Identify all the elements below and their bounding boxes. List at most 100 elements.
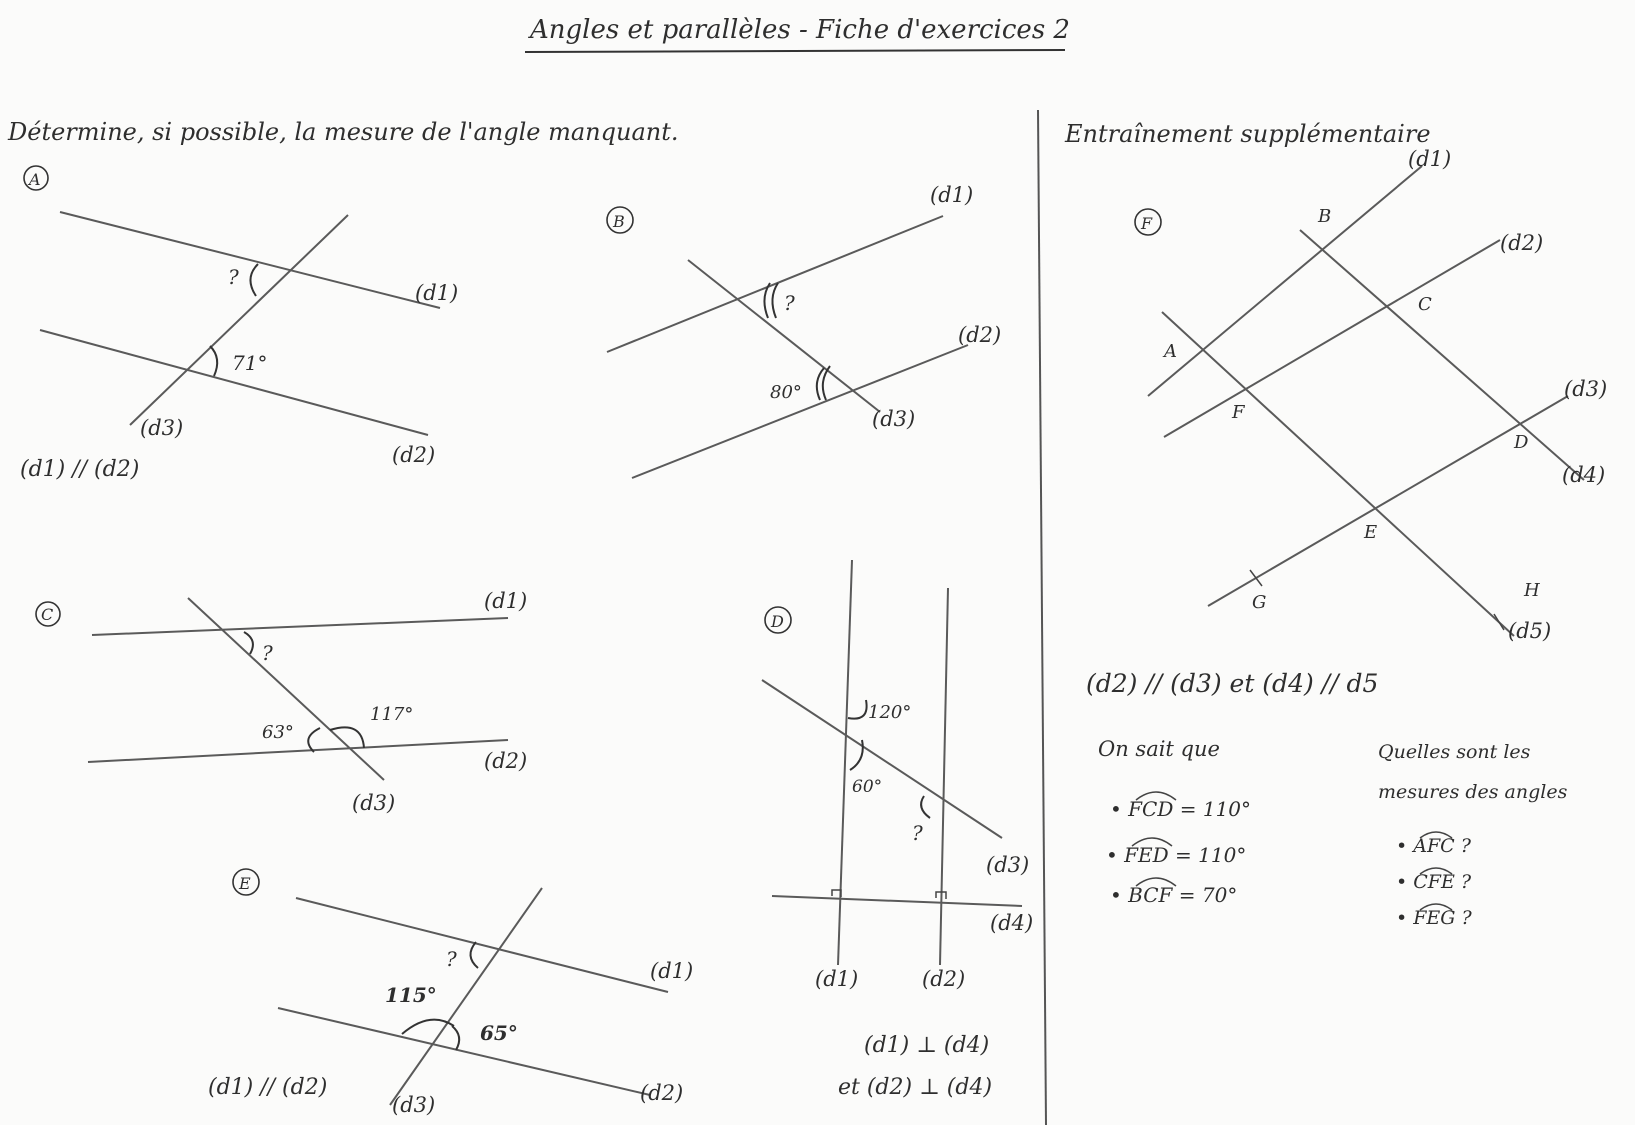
instruction: Détermine, si possible, la mesure de l'a… [7,118,679,146]
c-arc-117 [329,726,365,749]
d-unknown-arc [920,795,931,819]
exercise-b: B ? 80° (d1) (d2) (d3) [606,183,1001,479]
extra-title: Entraînement supplémentaire [1064,120,1431,148]
exercise-e: E ? 115° 65° (d1) (d2) (d3) (d1) // (d2) [208,868,693,1117]
e-hypothesis: (d1) // (d2) [208,1075,327,1100]
e-label-d2: (d2) [640,1081,683,1105]
b-given-arc-2 [821,365,831,401]
f-point-b: B [1317,206,1331,227]
f-known-3: • BCF = 70° [1110,883,1237,907]
c-label-d2: (d2) [484,749,527,773]
d-line-d2 [939,587,949,966]
e-unknown: ? [446,947,457,971]
b-line-d3 [687,259,881,413]
e-angle-115: 115° [385,983,437,1007]
f-question-1: • AFC ? [1396,835,1472,857]
f-label-d2: (d2) [1500,231,1543,255]
c-label-d1: (d1) [484,589,527,613]
exercise-d-badge [764,606,792,634]
e-line-d2 [277,1007,651,1096]
b-line-d2 [631,344,969,479]
exercise-b-badge [606,206,634,234]
exercise-b-letter: B [612,212,625,231]
a-given-arc [209,345,219,377]
b-label-d3: (d3) [872,407,915,431]
f-known-1: • FCD = 110° [1110,797,1251,821]
b-line-d1 [606,215,944,353]
f-hat-1 [1135,791,1177,801]
f-line-d2 [1163,239,1501,438]
f-question-2: • CFE ? [1396,871,1472,893]
f-point-e: E [1363,522,1377,543]
d-angle-60: 60° [852,777,882,797]
d-hypothesis-2: et (d2) ⊥ (d4) [838,1075,992,1100]
f-label-d4: (d4) [1562,463,1605,487]
exercise-d-letter: D [770,612,784,631]
f-line-d1 [1147,165,1423,397]
exercise-f: F A B C D E F G H (d1) (d2) (d3) (d4) (d… [1086,147,1607,929]
c-line-d1 [91,617,509,636]
f-hat-2 [1131,837,1173,847]
f-tick-h [1493,613,1505,631]
e-unknown-arc [469,941,479,969]
f-point-f: F [1231,402,1246,423]
c-unknown: ? [262,641,273,665]
f-question-title-2: mesures des angles [1378,781,1568,803]
e-arc-65 [451,1025,461,1051]
d-angle-120: 120° [868,702,911,723]
a-label-d3: (d3) [140,416,183,440]
exercise-e-badge [232,868,260,896]
c-unknown-arc [243,631,254,655]
exercise-d: D 120° 60° ? (d1) (d2) (d3) (d4) (d1) ⊥ … [761,559,1033,1100]
c-line-d2 [87,739,509,763]
f-hypothesis: (d2) // (d3) et (d4) // d5 [1086,669,1378,698]
exercise-a: A ? 71° (d1) (d2) (d3) (d1) // (d2) [20,165,458,482]
d-label-d2: (d2) [922,967,965,991]
f-line-d3 [1207,395,1569,607]
column-divider [1037,109,1047,1125]
exercise-f-letter: F [1140,214,1153,233]
a-line-d2 [39,329,429,436]
f-known-2: • FED = 110° [1106,843,1246,867]
exercise-a-letter: A [27,170,41,189]
a-hypothesis: (d1) // (d2) [20,457,139,482]
page-title: Angles et parallèles - Fiche d'exercices… [528,15,1070,45]
d-line-d4 [771,895,1023,907]
f-point-d: D [1513,432,1529,453]
title-underline [524,49,1066,53]
exercise-c-badge [35,601,61,627]
f-line-d4 [1299,229,1585,481]
f-point-c: C [1418,294,1432,315]
a-angle-given: 71° [232,351,267,375]
f-question-title-1: Quelles sont les [1378,741,1531,763]
f-point-g: G [1252,592,1266,613]
d-label-d4: (d4) [990,911,1033,935]
f-hat-3 [1135,877,1177,887]
b-unknown: ? [784,291,795,315]
b-unknown-arc [763,282,771,319]
d-right-angle-2 [935,891,947,899]
b-label-d2: (d2) [958,323,1001,347]
e-label-d3: (d3) [392,1093,435,1117]
exercise-f-badge [1134,208,1162,236]
a-unknown-arc [249,263,259,297]
f-point-a: A [1162,341,1177,362]
f-qhat-1 [1419,831,1453,839]
d-unknown: ? [912,821,923,845]
exercise-e-letter: E [238,874,251,893]
a-line-d3 [129,214,349,426]
f-known-title: On sait que [1098,737,1220,761]
a-label-d1: (d1) [415,281,458,305]
exercise-a-badge [23,165,49,191]
f-qhat-2 [1419,867,1453,875]
f-qhat-3 [1419,903,1453,911]
b-unknown-arc-2 [771,282,779,319]
f-line-d5 [1161,311,1515,637]
e-label-d1: (d1) [650,959,693,983]
b-angle-given: 80° [770,382,802,403]
a-line-d1 [59,211,441,309]
c-label-d3: (d3) [352,791,395,815]
c-angle-117: 117° [370,704,413,725]
c-angle-63: 63° [262,722,294,743]
